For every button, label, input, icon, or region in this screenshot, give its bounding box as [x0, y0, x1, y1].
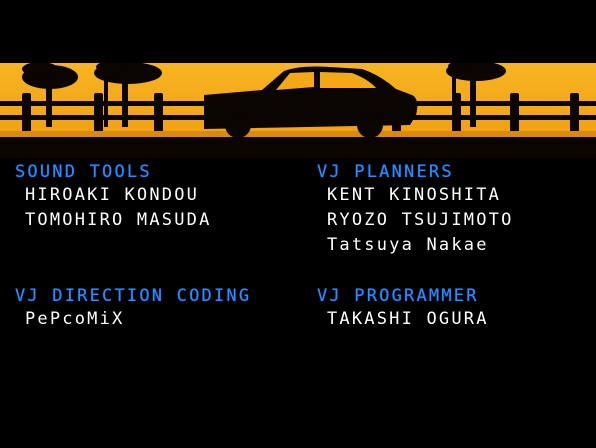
- credit-section-sound-tools: SOUND TOOLS HIROAKI KONDOU TOMOHIRO MASU…: [15, 161, 212, 233]
- credit-name: TAKASHI OGURA: [327, 309, 489, 329]
- section-heading: VJ DIRECTION CODING: [15, 286, 252, 306]
- car-silhouette-banner: [0, 63, 596, 158]
- section-heading: VJ PROGRAMMER: [317, 286, 479, 306]
- credit-name: KENT KINOSHITA: [327, 185, 502, 205]
- credit-name: PePcoMiX: [25, 309, 125, 329]
- credit-name: TOMOHIRO MASUDA: [25, 210, 212, 230]
- car-windows: [276, 72, 376, 90]
- section-heading: SOUND TOOLS: [15, 162, 152, 182]
- section-heading: VJ PLANNERS: [317, 162, 454, 182]
- credit-section-vj-direction-coding: VJ DIRECTION CODING PePcoMiX: [15, 285, 251, 332]
- credit-name: HIROAKI KONDOU: [25, 185, 200, 205]
- credit-name: RYOZO TSUJIMOTO: [327, 210, 514, 230]
- credit-section-vj-programmer: VJ PROGRAMMER TAKASHI OGURA: [317, 285, 489, 332]
- tree-silhouettes: [22, 63, 506, 127]
- credit-name: Tatsuya Nakae: [327, 235, 489, 255]
- credit-section-vj-planners: VJ PLANNERS KENT KINOSHITA RYOZO TSUJIMO…: [317, 161, 514, 258]
- road-strip: [0, 131, 596, 137]
